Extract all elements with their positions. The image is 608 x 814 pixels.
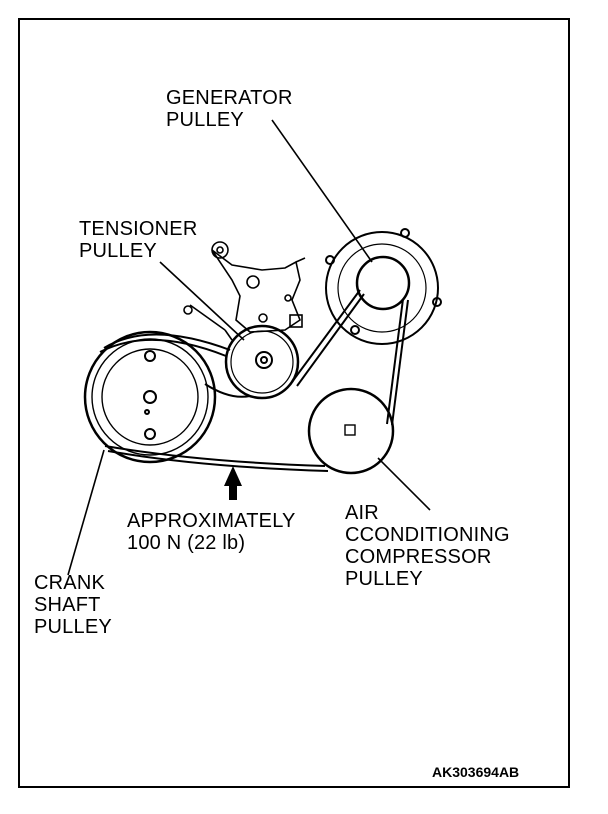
tension-arrow <box>224 466 242 500</box>
tensioner-bracket <box>183 241 306 341</box>
generator-housing <box>325 228 442 345</box>
crankshaft-pulley-label: CRANK SHAFT PULLEY <box>34 572 112 638</box>
crankshaft-pulley <box>83 330 217 464</box>
tension-spec-label: APPROXIMATELY 100 N (22 lb) <box>127 510 296 554</box>
figure-code: AK303694AB <box>432 764 520 780</box>
tensioner-pulley <box>224 324 300 400</box>
generator-pulley-label: GENERATOR PULLEY <box>166 87 293 131</box>
generator-pulley <box>355 255 411 311</box>
drive-belt <box>99 289 409 472</box>
ac-compressor-pulley <box>307 387 395 475</box>
leader-lines <box>67 119 431 576</box>
tensioner-pulley-label: TENSIONER PULLEY <box>79 218 198 262</box>
ac-compressor-pulley-label: AIR CCONDITIONING COMPRESSOR PULLEY <box>345 502 510 590</box>
figure-frame <box>18 18 570 788</box>
